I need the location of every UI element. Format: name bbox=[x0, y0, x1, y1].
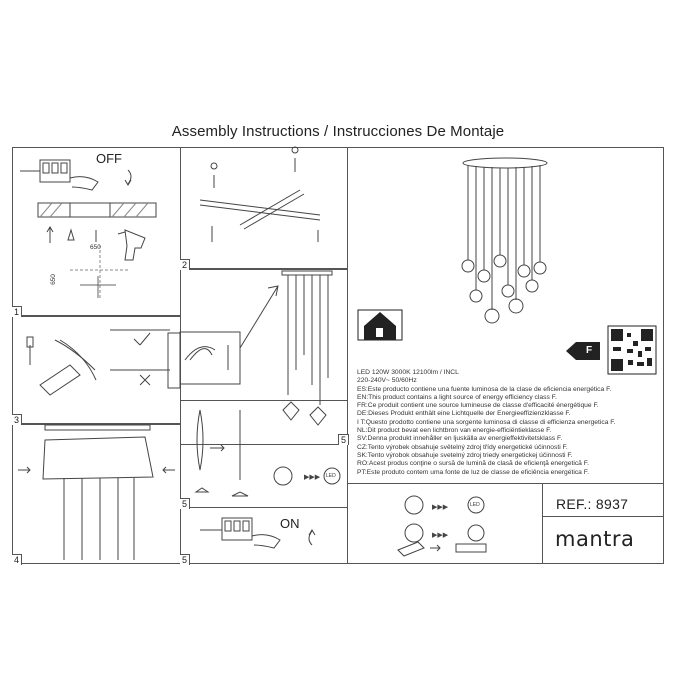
pendant-drawing bbox=[179, 270, 333, 426]
spec-line: SK:Tento výrobok obsahuje svetelný zdroj… bbox=[357, 451, 573, 459]
bulb-icon: ▶▶▶ bbox=[194, 409, 321, 497]
fixture-side-view bbox=[18, 424, 175, 560]
energy-class-letter: F bbox=[586, 345, 593, 356]
arrow-up-icon bbox=[308, 529, 316, 546]
ceiling-drill bbox=[37, 202, 157, 300]
drill-icon bbox=[117, 229, 146, 261]
electric-panel-icon bbox=[200, 517, 281, 549]
spec-line: LED 120W 3000K 12100lm / INCL bbox=[357, 369, 459, 376]
panel-number: 3 bbox=[12, 414, 23, 425]
spec-line: PT:Este produto contem uma fonte de luz … bbox=[357, 468, 589, 476]
spec-line: FR:Ce produit contient une source lumine… bbox=[357, 402, 599, 410]
energy-specs: LED 120W 3000K 12100lm / INCL 220-240V~ … bbox=[357, 369, 657, 477]
panel-number: 1 bbox=[12, 306, 23, 317]
spec-line: DE:Dieses Produkt enthält eine Lichtquel… bbox=[357, 410, 571, 418]
spec-line: CZ:Tento výrobek obsahuje světelný zdroj… bbox=[357, 443, 568, 451]
off-label: OFF bbox=[96, 151, 122, 166]
chandelier-drawing bbox=[461, 157, 548, 324]
led-icon bbox=[323, 467, 341, 485]
house-icon bbox=[357, 309, 403, 341]
dimension-label: 650 bbox=[49, 274, 57, 285]
wiring-drawing bbox=[26, 329, 229, 396]
reference-number: REF.: 8937 bbox=[556, 496, 629, 512]
on-label: ON bbox=[280, 516, 300, 531]
bracket-drawing bbox=[199, 146, 321, 242]
led-label: LED bbox=[326, 473, 336, 479]
panel-number: 4 bbox=[12, 554, 23, 565]
spec-line: EN:This product contains a light source … bbox=[357, 393, 557, 401]
energy-class-badge bbox=[566, 342, 600, 360]
led-label: LED bbox=[470, 502, 480, 508]
page-title: Assembly Instructions / Instrucciones De… bbox=[171, 123, 505, 140]
spec-line: I T:Questo prodotto contiene una sorgent… bbox=[357, 418, 616, 426]
svg-text:▶▶▶: ▶▶▶ bbox=[432, 504, 449, 511]
svg-text:▶▶▶: ▶▶▶ bbox=[304, 474, 321, 481]
recycle-icon: ▶▶▶ ▶▶▶ bbox=[397, 495, 487, 557]
dimension-label: 650 bbox=[90, 244, 101, 251]
spec-line: SV:Denna produkt innehåller en ljuskälla… bbox=[357, 435, 563, 443]
arrow-down-icon bbox=[124, 169, 132, 186]
electric-panel-icon bbox=[20, 159, 99, 191]
panel-ref bbox=[542, 483, 664, 564]
panel-number: 5 bbox=[338, 434, 350, 445]
panel-number: 5 bbox=[180, 554, 191, 565]
spec-line: NL:Dit product bevat een lichtbron van e… bbox=[357, 427, 552, 435]
svg-text:▶▶▶: ▶▶▶ bbox=[432, 532, 449, 539]
panel-number: 5 bbox=[180, 498, 191, 509]
ref-divider bbox=[542, 516, 664, 517]
spec-line: ES:Este producto contiene una fuente lum… bbox=[357, 385, 612, 393]
spec-line: RO:Acest produs conţine o sursă de lumin… bbox=[357, 460, 589, 468]
spec-line: 220-240V~ 50/60Hz bbox=[357, 377, 417, 385]
qr-code-icon bbox=[607, 325, 657, 375]
panel-number: 2 bbox=[180, 259, 191, 270]
brand-logo: mantra bbox=[555, 527, 635, 551]
